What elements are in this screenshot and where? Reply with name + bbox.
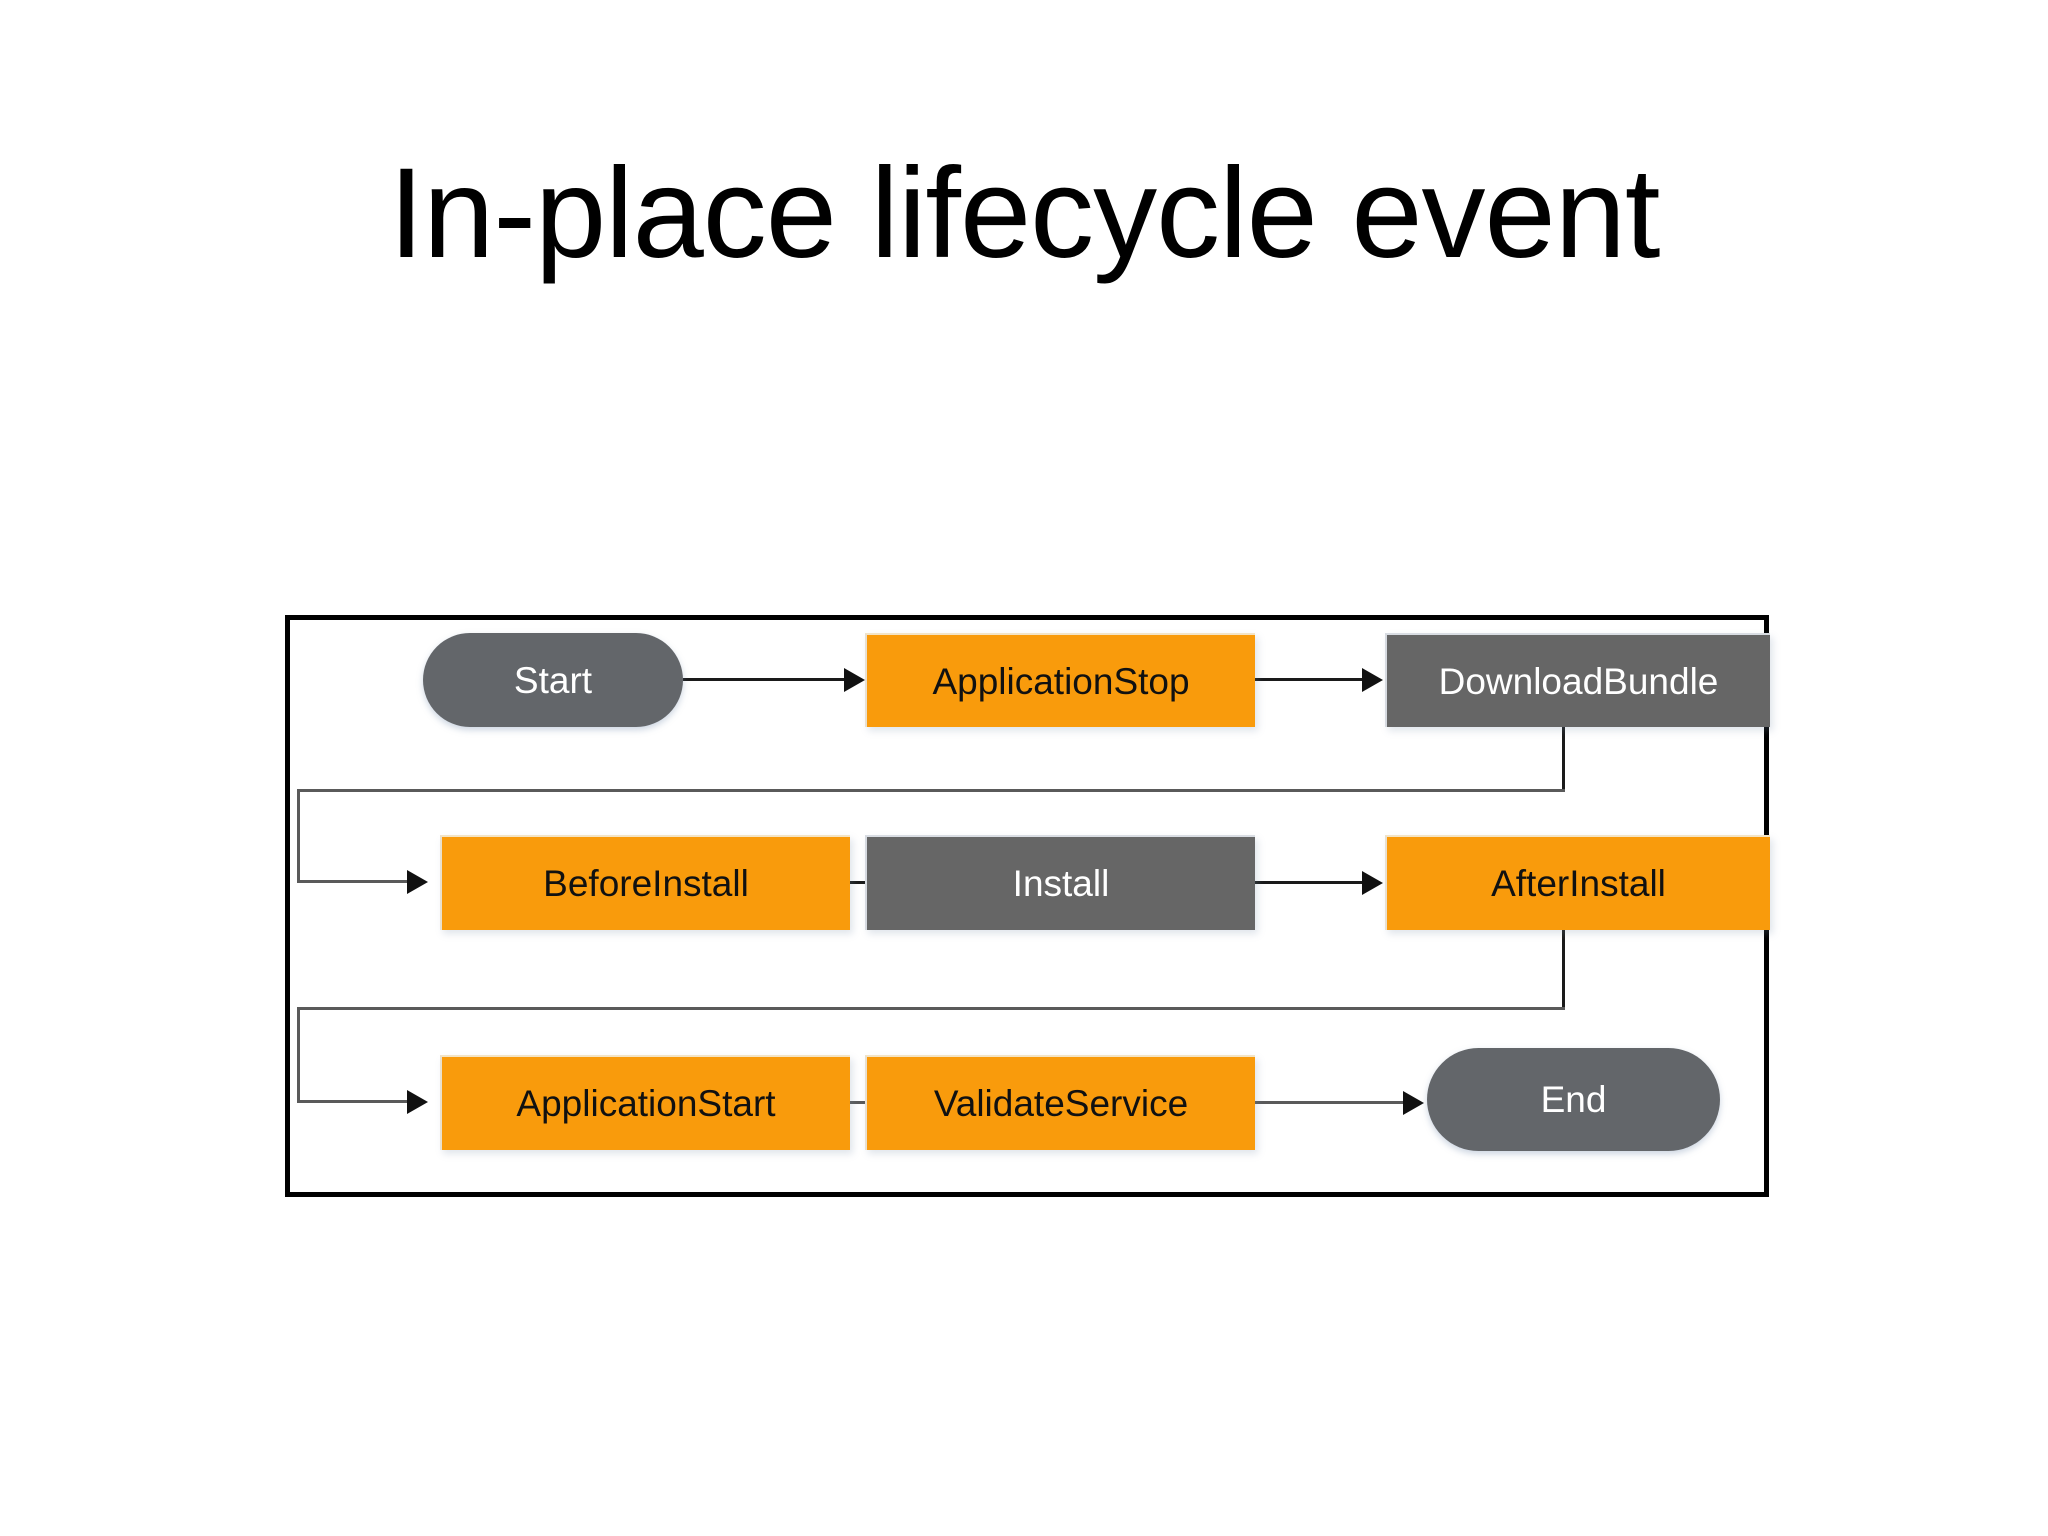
edge-after-install-run-left [297,1007,1565,1010]
arrow-into-end [1403,1091,1424,1115]
arrow-into-application-start [407,1090,428,1114]
edge-into-before-install [297,880,417,883]
edge-application-stop-to-download-bundle [1255,678,1366,681]
edge-after-install-drop-2 [297,1007,300,1103]
node-application-start[interactable]: ApplicationStart [440,1055,850,1150]
edge-download-bundle-drop-2 [297,789,300,883]
node-after-install[interactable]: AfterInstall [1385,835,1770,930]
node-application-stop[interactable]: ApplicationStop [865,633,1255,727]
arrow-into-after-install [1362,871,1383,895]
node-validate-service-label: ValidateService [933,1083,1189,1124]
page-title: In-place lifecycle event [388,142,1661,285]
node-application-start-label: ApplicationStart [516,1083,776,1124]
node-application-stop-label: ApplicationStop [932,660,1190,702]
edge-validate-service-to-end [1255,1101,1407,1104]
edge-download-bundle-run-left [297,789,1565,792]
arrow-into-application-stop [844,668,865,692]
edge-into-application-start [297,1100,417,1103]
node-validate-service[interactable]: ValidateService [865,1055,1255,1150]
arrow-into-before-install [407,870,428,894]
node-before-install[interactable]: BeforeInstall [440,835,850,930]
node-install-label: Install [1012,863,1110,904]
edge-download-bundle-drop [1562,727,1565,792]
node-start-label: Start [513,659,593,701]
lifecycle-diagram: Start ApplicationStop DownloadBundle Bef… [285,615,1770,1197]
node-end-label: End [1540,1079,1607,1120]
diagram-stage: Start ApplicationStop DownloadBundle Bef… [290,620,1774,1202]
node-download-bundle-label: DownloadBundle [1438,660,1719,702]
node-before-install-label: BeforeInstall [543,863,749,904]
edge-after-install-drop [1562,930,1565,1007]
node-install[interactable]: Install [865,835,1255,930]
node-download-bundle[interactable]: DownloadBundle [1385,633,1770,727]
node-end[interactable]: End [1427,1048,1720,1151]
arrow-into-download-bundle [1362,668,1383,692]
edge-start-to-application-stop [683,678,848,681]
node-after-install-label: AfterInstall [1491,863,1666,904]
edge-install-to-after-install [1255,881,1366,884]
node-start[interactable]: Start [423,633,683,727]
